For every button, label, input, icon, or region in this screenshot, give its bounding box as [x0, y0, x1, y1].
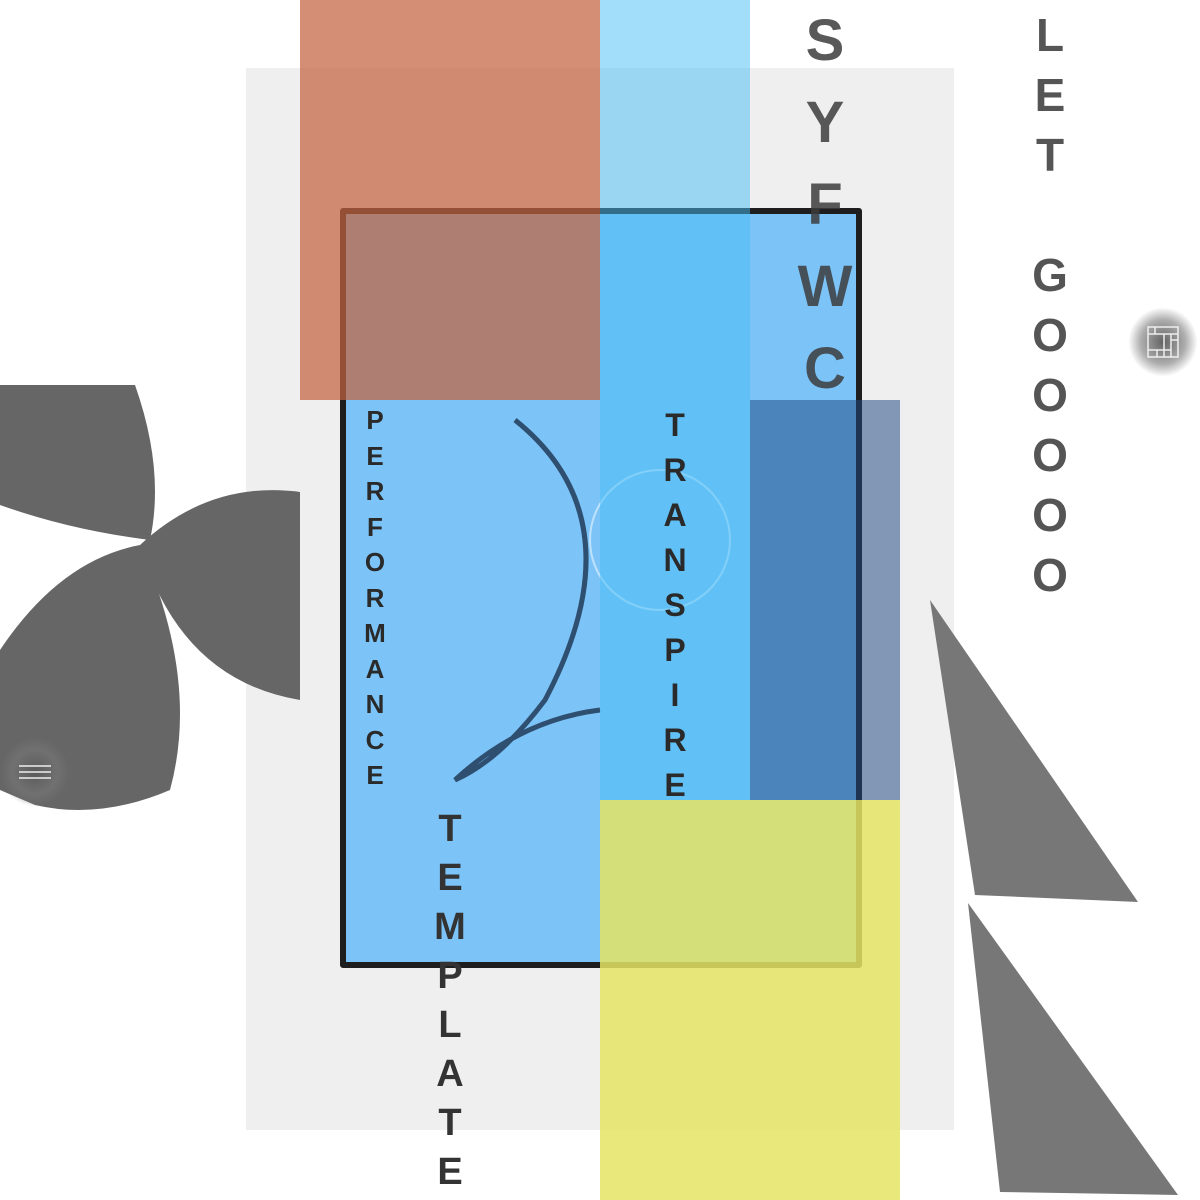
letter: L: [1035, 9, 1065, 61]
letter: E: [366, 760, 384, 790]
letter: T: [438, 1102, 462, 1144]
letter: G: [1032, 249, 1068, 301]
letter: O: [364, 547, 386, 577]
menu-button[interactable]: [0, 737, 70, 807]
letter: F: [807, 172, 843, 237]
yellow-block: [600, 800, 900, 1200]
letter: O: [1032, 369, 1068, 421]
letter: R: [663, 722, 687, 758]
letter: E: [437, 1151, 463, 1193]
letter: Y: [805, 90, 845, 155]
letter: T: [1035, 129, 1065, 181]
hamburger-menu-icon: [19, 765, 51, 779]
letter: A: [365, 653, 385, 684]
sky-block: [600, 0, 750, 800]
triangle-top: [930, 600, 1138, 902]
letter: S: [664, 587, 686, 623]
letter: M: [434, 906, 466, 948]
letter: C: [804, 336, 846, 401]
letter: M: [364, 618, 386, 648]
navy-block: [750, 400, 900, 800]
letter: O: [1032, 429, 1068, 481]
petal-top: [0, 385, 155, 540]
letter: T: [438, 808, 462, 850]
letter: E: [664, 767, 686, 803]
letter: L: [438, 1004, 462, 1046]
letter: C: [365, 724, 385, 755]
petal-right: [140, 490, 300, 700]
letter: S: [805, 8, 845, 73]
orange-block: [300, 0, 600, 400]
letter: I: [670, 677, 680, 713]
letter: R: [365, 582, 385, 613]
letter: T: [665, 407, 685, 443]
letter: A: [436, 1053, 464, 1095]
triangle-bottom: [968, 903, 1178, 1195]
letter: E: [366, 440, 384, 471]
grid-layout-icon: [1147, 326, 1179, 358]
letter: P: [366, 405, 384, 435]
letter: R: [365, 476, 385, 506]
letter: P: [437, 955, 463, 997]
letter: A: [663, 497, 687, 533]
letter: W: [797, 254, 853, 319]
letter: [1044, 185, 1057, 245]
letter: E: [437, 857, 463, 899]
letter: N: [365, 689, 385, 719]
letter: O: [1032, 549, 1068, 601]
curved-stroke: [453, 418, 601, 783]
letter: O: [1032, 489, 1068, 541]
letter: O: [1032, 309, 1068, 361]
layout-button[interactable]: [1128, 307, 1198, 377]
letter: R: [663, 452, 687, 488]
letter: E: [1034, 69, 1066, 121]
letter: P: [664, 632, 686, 668]
letter: N: [663, 542, 687, 578]
letter: F: [367, 511, 383, 542]
